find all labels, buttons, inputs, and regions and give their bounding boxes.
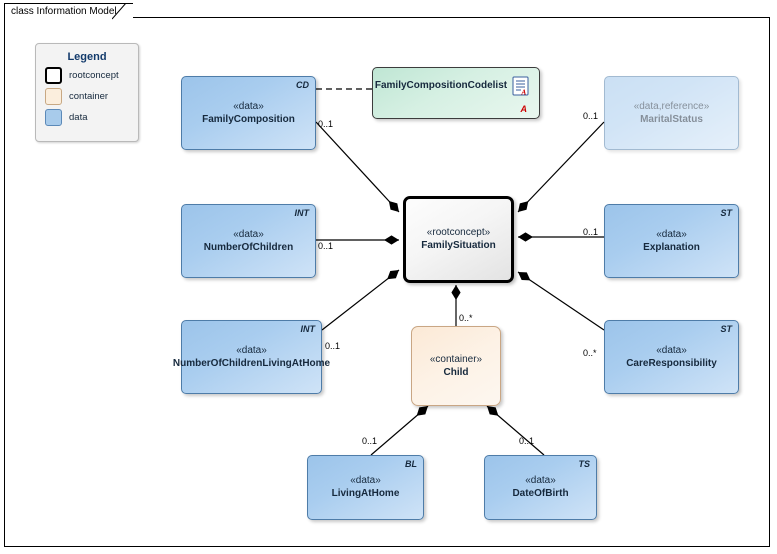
node-familycomposition-stereotype: «data» — [233, 100, 264, 112]
legend-panel: Legend rootconcept container data — [35, 43, 139, 142]
node-dateofbirth-name: DateOfBirth — [512, 488, 569, 499]
node-maritalstatus[interactable]: «data,reference» MaritalStatus — [604, 76, 739, 150]
tab-slant-decoration — [112, 3, 127, 20]
node-livingathome-typetag: BL — [405, 459, 417, 469]
node-numberofchildren-typetag: INT — [294, 208, 310, 218]
node-livingathome-name: LivingAtHome — [331, 488, 400, 499]
legend-label-data: data — [69, 112, 88, 123]
mult-dateofbirth: 0..1 — [519, 436, 535, 446]
diagram-tab-label: class Information Model — [11, 6, 117, 17]
node-dateofbirth-typetag: TS — [578, 459, 590, 469]
document-icon: A — [512, 76, 529, 96]
mult-explanation: 0..1 — [583, 227, 599, 237]
node-livingathome[interactable]: BL «data» LivingAtHome — [307, 455, 424, 520]
node-numberofchildren-stereotype: «data» — [233, 228, 264, 240]
node-livingathome-stereotype: «data» — [350, 475, 381, 486]
node-numberofchildrenlivingathome-name: NumberOfChildrenLivingAtHome — [172, 357, 331, 369]
edge-careresponsibility-familysituation — [517, 271, 605, 331]
node-careresponsibility[interactable]: ST «data» CareResponsibility — [604, 320, 739, 394]
mult-numberofchildren: 0..1 — [318, 241, 334, 251]
node-child-stereotype: «container» — [429, 353, 483, 365]
node-familysituation[interactable]: «rootconcept» FamilySituation — [403, 196, 514, 283]
node-careresponsibility-stereotype: «data» — [656, 344, 687, 356]
node-explanation-name: Explanation — [643, 241, 700, 253]
data-swatch — [45, 109, 62, 126]
diagram-tab[interactable]: class Information Model — [4, 3, 133, 19]
node-familycompositioncodelist[interactable]: FamilyCompositionCodelist A A — [372, 67, 540, 119]
node-familycompositioncodelist-marker: A — [520, 104, 528, 114]
node-familysituation-stereotype: «rootconcept» — [426, 227, 491, 238]
mult-child: 0..* — [459, 313, 473, 323]
svg-text:A: A — [521, 89, 527, 97]
node-numberofchildren[interactable]: INT «data» NumberOfChildren — [181, 204, 316, 278]
mult-familycomposition: 0..1 — [318, 119, 334, 129]
mult-careresponsibility: 0..* — [583, 348, 597, 358]
node-familysituation-name: FamilySituation — [421, 240, 496, 251]
node-familycomposition-name: FamilyComposition — [202, 113, 295, 125]
node-explanation-stereotype: «data» — [656, 228, 687, 240]
node-child[interactable]: «container» Child — [411, 326, 501, 406]
edge-livingathome-child — [370, 405, 429, 456]
node-maritalstatus-stereotype: «data,reference» — [633, 100, 710, 112]
legend-title: Legend — [67, 51, 107, 63]
legend-item-data: data — [45, 109, 138, 126]
node-careresponsibility-name: CareResponsibility — [626, 357, 717, 369]
legend-label-container: container — [69, 91, 109, 102]
node-numberofchildrenlivingathome-stereotype: «data» — [236, 344, 267, 356]
mult-livingathome: 0..1 — [362, 436, 378, 446]
node-numberofchildren-name: NumberOfChildren — [203, 241, 294, 253]
mult-maritalstatus: 0..1 — [583, 111, 599, 121]
node-numberofchildrenlivingathome-typetag: INT — [300, 324, 316, 334]
container-swatch — [45, 88, 62, 105]
node-explanation-typetag: ST — [720, 208, 732, 218]
node-familycompositioncodelist-name: FamilyCompositionCodelist — [374, 80, 508, 91]
mult-numberofchildrenlivingathome: 0..1 — [325, 341, 341, 351]
edge-maritalstatus-familysituation — [517, 121, 605, 213]
node-familycomposition[interactable]: CD «data» FamilyComposition — [181, 76, 316, 150]
node-explanation[interactable]: ST «data» Explanation — [604, 204, 739, 278]
node-dateofbirth[interactable]: TS «data» DateOfBirth — [484, 455, 597, 520]
edge-dateofbirth-child — [486, 405, 545, 456]
node-child-name: Child — [443, 366, 469, 378]
edge-familycomposition-familysituation — [315, 121, 400, 213]
node-familycomposition-typetag: CD — [296, 80, 309, 90]
node-dateofbirth-stereotype: «data» — [525, 475, 556, 486]
edge-numberofchildrenlivingathome-familysituation — [321, 269, 400, 331]
legend-label-rootconcept: rootconcept — [69, 70, 119, 81]
node-maritalstatus-name: MaritalStatus — [640, 113, 703, 125]
node-numberofchildrenlivingathome[interactable]: INT «data» NumberOfChildrenLivingAtHome — [173, 320, 330, 394]
rootconcept-swatch — [45, 67, 62, 84]
legend-item-rootconcept: rootconcept — [45, 67, 138, 84]
legend-item-container: container — [45, 88, 138, 105]
node-careresponsibility-typetag: ST — [720, 324, 732, 334]
